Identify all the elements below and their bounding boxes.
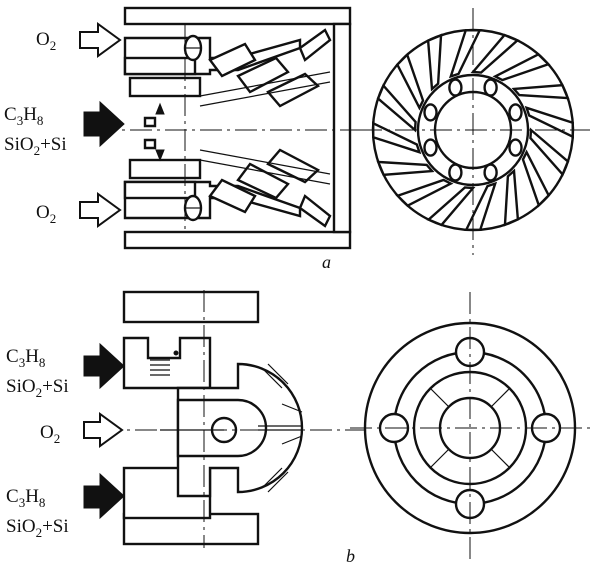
hollow-arrow-icon	[79, 192, 122, 228]
panel-b-inlet-fuel-bottom: C3H8 SiO2+Si	[6, 472, 125, 540]
bolt-hole	[483, 163, 498, 182]
swirl-vane	[376, 160, 435, 177]
swirl-vanes	[372, 29, 574, 231]
solid-arrow-icon	[83, 100, 125, 148]
swirl-vane	[470, 33, 520, 74]
panel-a-inlet-fuel: C3H8 SiO2+Si	[4, 100, 125, 158]
swirl-vane	[521, 149, 551, 208]
swirl-vane	[492, 52, 551, 82]
svg-text:C3H8: C3H8	[6, 346, 45, 370]
svg-text:O2: O2	[36, 29, 56, 53]
hollow-arrow-icon	[79, 22, 122, 58]
caption-a: a	[322, 252, 331, 272]
svg-text:C3H8: C3H8	[4, 104, 43, 128]
panel-a-inlet-o2-top: O2	[36, 22, 122, 58]
svg-text:C3H8: C3H8	[6, 486, 45, 510]
svg-text:SiO2+Si: SiO2+Si	[6, 516, 69, 540]
swirl-vane	[395, 52, 425, 111]
bolt-hole	[448, 78, 463, 97]
panel-b-end-view	[350, 292, 595, 560]
svg-text:O2: O2	[36, 202, 56, 226]
svg-text:SiO2+Si: SiO2+Si	[6, 376, 69, 400]
panel-a-inlet-o2-bottom: O2	[36, 192, 122, 228]
bolt-hole	[423, 103, 438, 122]
swirl-vane	[464, 181, 498, 231]
panel-a-section	[95, 6, 375, 250]
bolt-hole	[448, 163, 463, 182]
svg-text:SiO2+Si: SiO2+Si	[4, 134, 67, 158]
bolt-hole	[508, 103, 523, 122]
panel-b-section	[100, 290, 380, 548]
swirl-vane	[503, 168, 520, 227]
solid-arrow-icon	[83, 472, 125, 520]
swirl-vane	[376, 83, 417, 133]
bolt-hole	[508, 138, 523, 157]
hollow-arrow-icon	[83, 412, 124, 448]
swirl-vane	[395, 178, 454, 208]
swirl-vane	[524, 105, 574, 139]
swirl-vane	[448, 29, 482, 79]
panel-b-inlet-fuel-top: C3H8 SiO2+Si	[6, 342, 125, 400]
solid-arrow-icon	[83, 342, 125, 390]
bolt-hole	[483, 78, 498, 97]
thread-marks	[150, 359, 170, 376]
x-vanes	[429, 387, 511, 469]
swirl-vane	[529, 127, 570, 177]
swirl-vane	[426, 33, 443, 92]
bolt-hole	[423, 138, 438, 157]
swirl-vane	[511, 83, 570, 100]
caption-b: b	[346, 546, 355, 566]
bolt-holes	[423, 78, 523, 182]
panel-b-inlet-o2: O2	[40, 412, 124, 448]
svg-text:O2: O2	[40, 422, 60, 446]
panel-a-end-view	[360, 8, 590, 255]
swirl-vane	[372, 121, 422, 155]
swirl-vane	[426, 186, 476, 227]
